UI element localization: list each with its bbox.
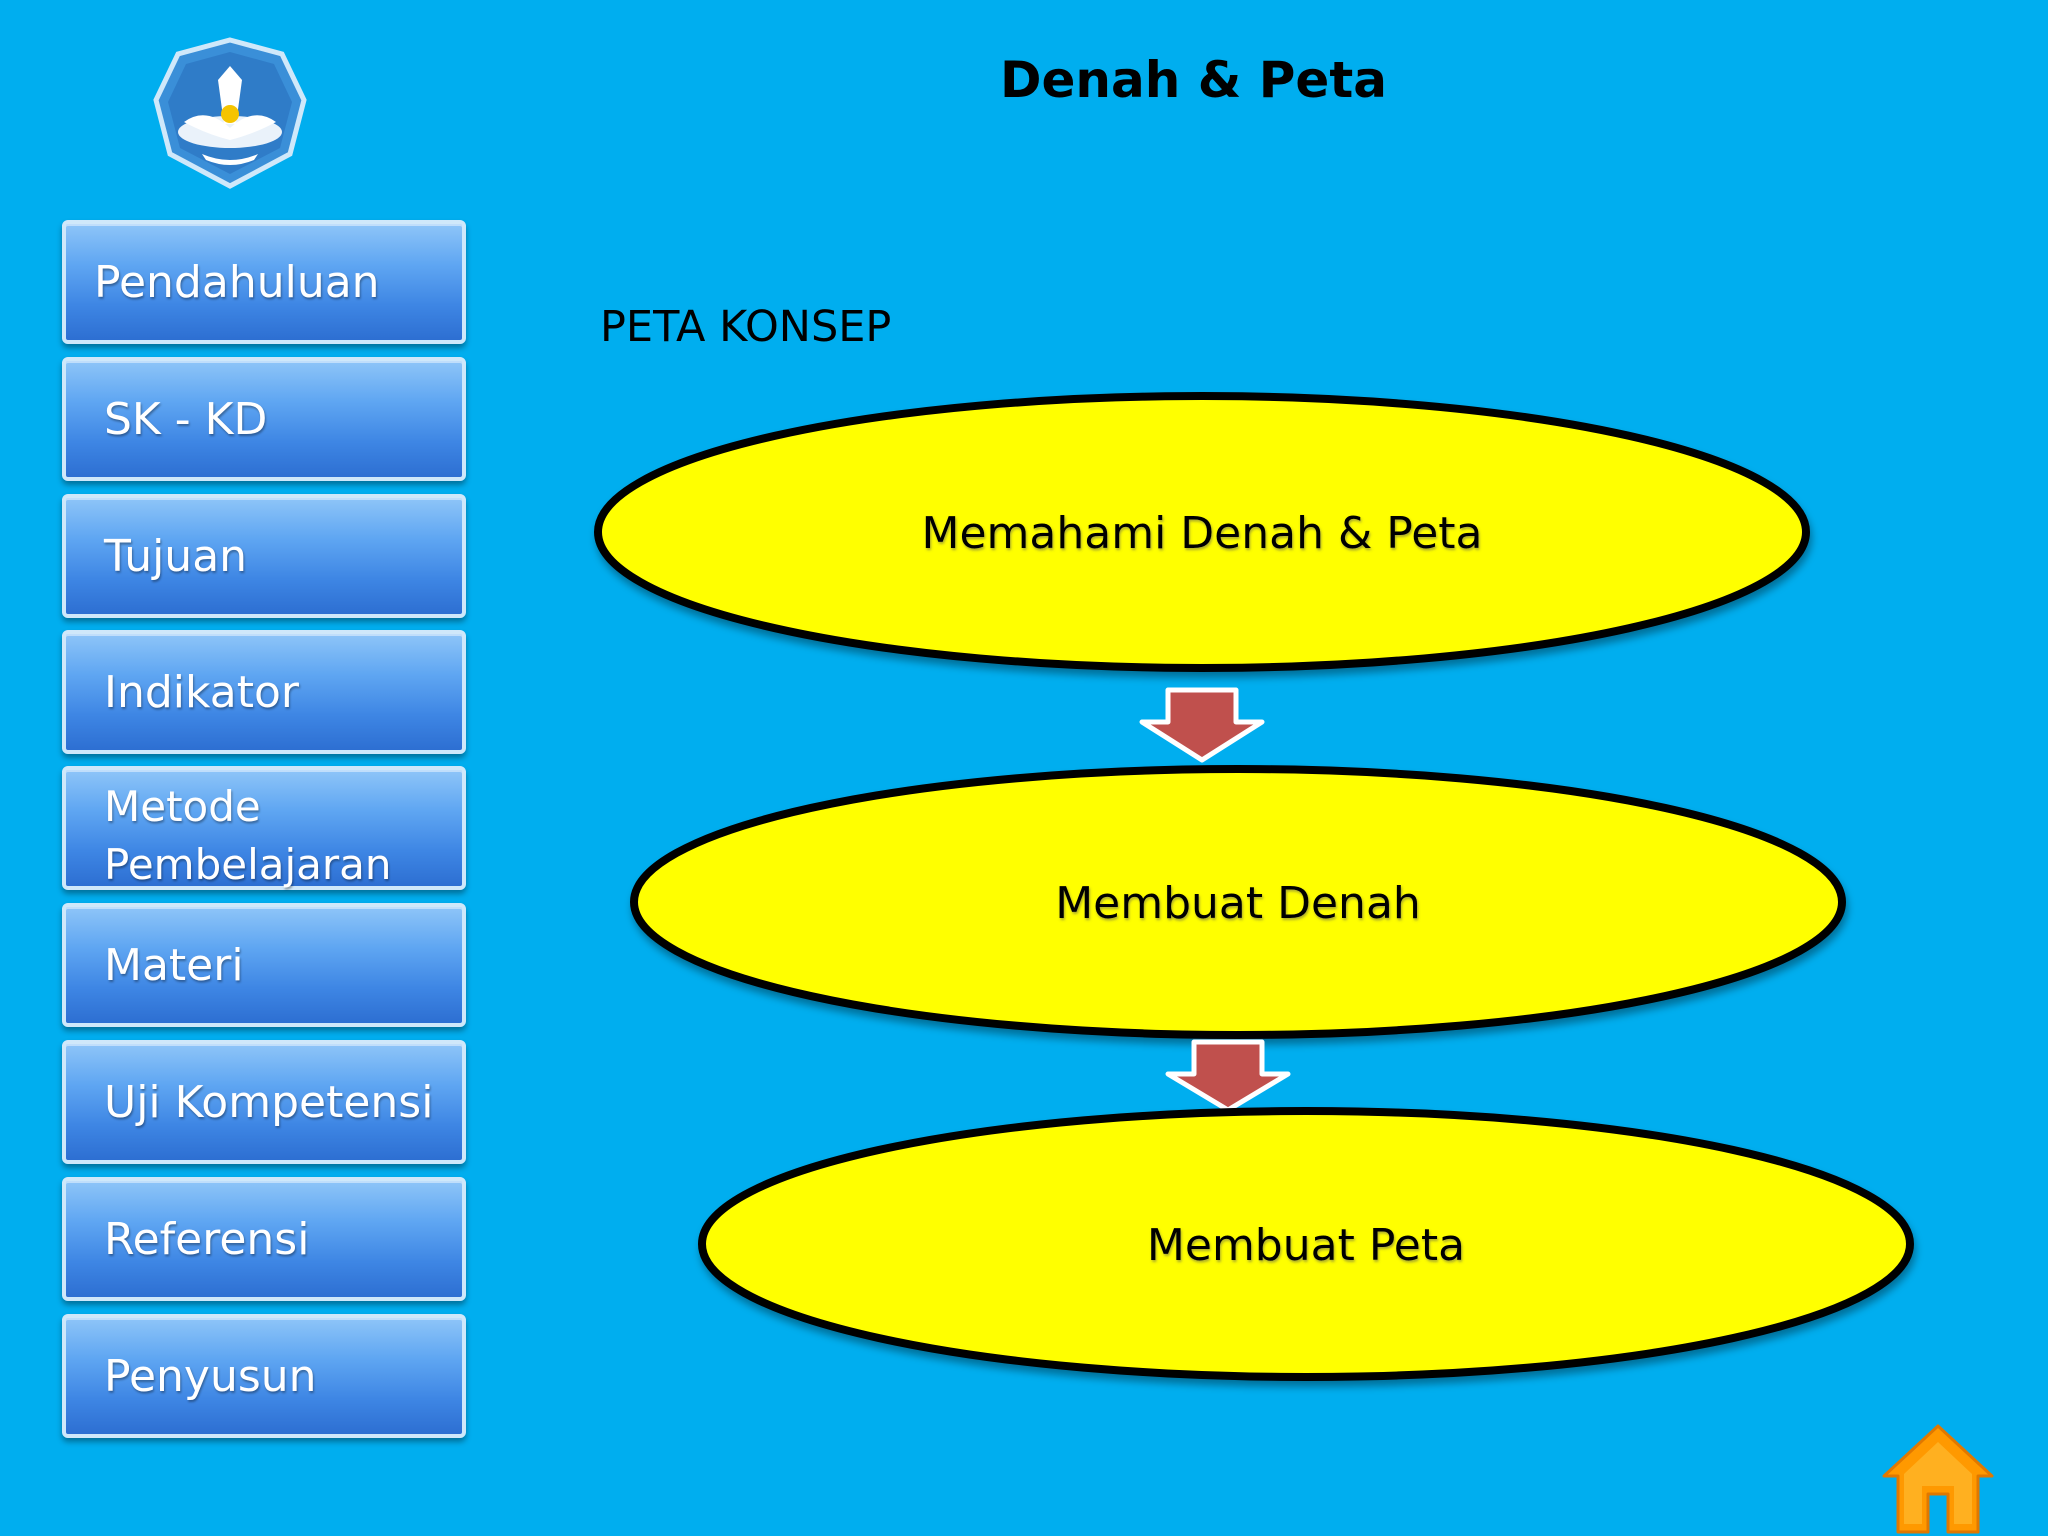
sidebar-item-uji-kompetensi[interactable]: Uji Kompetensi xyxy=(62,1040,466,1164)
section-heading: PETA KONSEP xyxy=(600,302,892,352)
sidebar-item-label: Pendahuluan xyxy=(94,256,380,308)
sidebar-item-label: Penyusun xyxy=(104,1350,317,1402)
sidebar-item-sk-kd[interactable]: SK - KD xyxy=(62,357,466,481)
sidebar-item-pendahuluan[interactable]: Pendahuluan xyxy=(62,220,466,344)
sidebar-item-label: Metode Pembelajaran xyxy=(104,782,392,889)
sidebar-item-label: Indikator xyxy=(104,666,299,718)
sidebar-item-metode-pembelajaran[interactable]: Metode Pembelajaran xyxy=(62,766,466,890)
concept-node-memahami-denah-peta: Memahami Denah & Peta xyxy=(594,392,1810,672)
arrow-down-icon xyxy=(1139,687,1265,763)
tut-wuri-handayani-logo xyxy=(153,37,307,189)
sidebar-item-label: Referensi xyxy=(104,1213,310,1265)
sidebar-item-label: Tujuan xyxy=(104,530,248,582)
sidebar-item-penyusun[interactable]: Penyusun xyxy=(62,1314,466,1438)
page-title: Denah & Peta xyxy=(1000,51,1387,109)
concept-node-membuat-denah: Membuat Denah xyxy=(630,765,1846,1039)
sidebar-item-materi[interactable]: Materi xyxy=(62,903,466,1027)
sidebar-item-tujuan[interactable]: Tujuan xyxy=(62,494,466,618)
arrow-down-icon xyxy=(1165,1039,1291,1113)
sidebar-item-referensi[interactable]: Referensi xyxy=(62,1177,466,1301)
sidebar-item-label: SK - KD xyxy=(104,393,268,445)
sidebar-item-indikator[interactable]: Indikator xyxy=(62,630,466,754)
concept-node-label: Membuat Denah xyxy=(1055,878,1421,929)
sidebar-item-label: Materi xyxy=(104,939,244,991)
concept-node-label: Memahami Denah & Peta xyxy=(922,508,1483,559)
home-icon[interactable] xyxy=(1880,1420,1996,1536)
concept-node-membuat-peta: Membuat Peta xyxy=(698,1107,1914,1381)
sidebar-item-label: Uji Kompetensi xyxy=(104,1076,434,1128)
concept-node-label: Membuat Peta xyxy=(1147,1220,1465,1271)
